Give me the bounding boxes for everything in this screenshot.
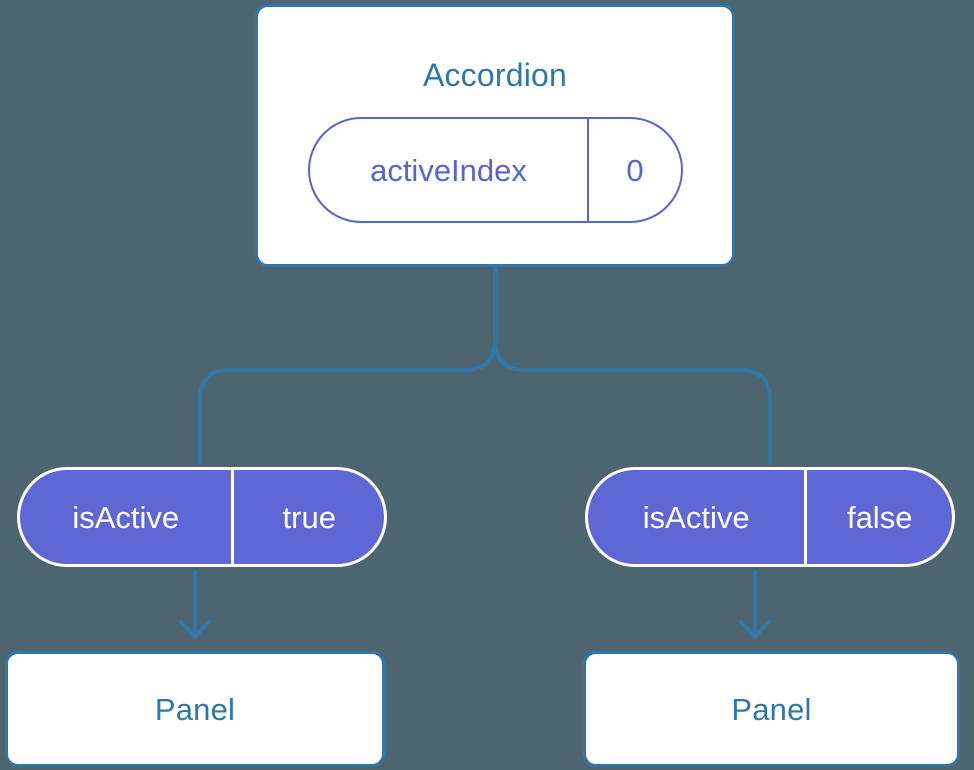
branch-right-prop-pill[interactable]: isActive false [585,467,955,567]
panel-card-right[interactable]: Panel [583,651,960,767]
connector-branch-right [493,338,772,465]
connector-trunk [198,265,497,465]
panel-card-right-title: Panel [731,691,812,727]
accordion-card-title: Accordion [422,57,568,93]
branch-left-prop-pill[interactable]: isActive true [17,467,387,567]
panel-card-left[interactable]: Panel [5,651,385,767]
branch-right-prop-value: false [804,470,952,564]
branch-left-prop-value: true [231,470,384,564]
accordion-prop-value: 0 [587,119,681,221]
accordion-prop-name: activeIndex [370,152,527,188]
accordion-prop-pill[interactable]: activeIndex 0 [308,117,683,223]
arrow-right-head [739,620,771,639]
branch-right-prop-name: isActive [642,499,750,535]
panel-card-left-title: Panel [154,691,236,727]
arrow-left-head [179,620,211,639]
branch-left-prop-name: isActive [72,499,180,535]
